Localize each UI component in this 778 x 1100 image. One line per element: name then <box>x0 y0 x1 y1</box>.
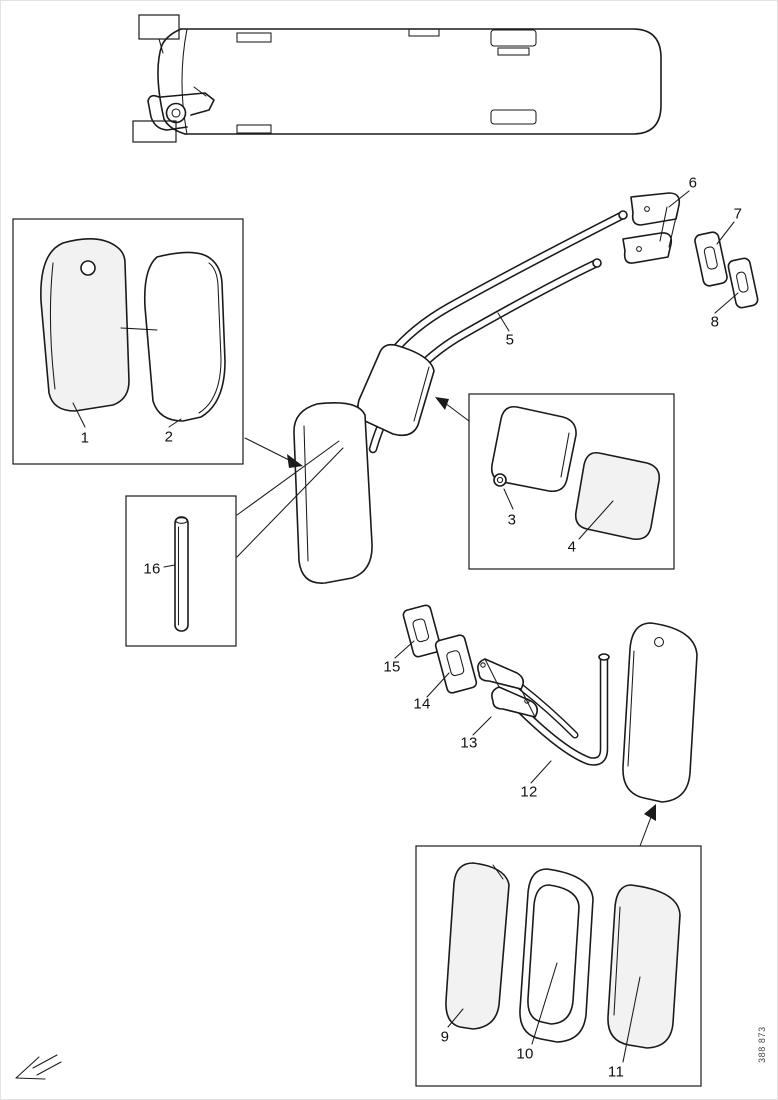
truck-mirror-bracket <box>147 38 215 131</box>
callout-1: 1 <box>80 429 90 447</box>
detail-box-parts-3-4 <box>468 393 675 570</box>
pointer-arrows <box>236 397 656 847</box>
rod-16 <box>174 516 189 632</box>
pad-11 <box>607 884 681 1049</box>
main-mirror-housing-upper <box>357 343 435 437</box>
mirror-location-marker-top <box>138 14 180 40</box>
callout-14: 14 <box>413 695 431 713</box>
callout-10: 10 <box>516 1045 534 1063</box>
assembly-line-1-2 <box>120 327 158 331</box>
leader-lines <box>72 190 739 1063</box>
callout-8: 8 <box>710 313 720 331</box>
clamp-6 <box>622 192 681 264</box>
mirror-location-marker-bottom <box>132 120 177 143</box>
frame-10 <box>519 868 594 1043</box>
detail-box-parts-9-10-11 <box>415 845 702 1087</box>
plate-7 <box>694 231 728 287</box>
callout-9: 9 <box>440 1028 450 1046</box>
arm-12 <box>502 653 610 766</box>
glass-4 <box>574 451 661 541</box>
callout-7: 7 <box>733 205 743 223</box>
mirror-glass-1 <box>40 238 130 412</box>
callout-3: 3 <box>507 511 517 529</box>
clamp-13 <box>477 658 539 718</box>
main-mirror-housing-lower <box>293 402 373 584</box>
callout-15: 15 <box>383 658 401 676</box>
detail-box-part-16 <box>125 495 237 647</box>
callout-2: 2 <box>164 428 174 446</box>
housing-3 <box>490 405 577 493</box>
callout-16: 16 <box>143 560 161 578</box>
callout-5: 5 <box>505 331 515 349</box>
detail-box-parts-1-2 <box>12 218 244 465</box>
lower-mirror-arm-assembly <box>402 604 698 803</box>
glass-9 <box>445 862 510 1030</box>
direction-arrow-icon <box>15 1054 62 1080</box>
plate-8 <box>727 257 759 309</box>
plate-14 <box>434 634 478 694</box>
callout-11: 11 <box>607 1063 625 1081</box>
drawing-number: 388 873 <box>757 1026 767 1063</box>
wide-mirror-housing <box>622 622 698 803</box>
callout-12: 12 <box>520 783 538 801</box>
mirror-backing-2 <box>143 251 226 422</box>
truck-top-view <box>132 14 662 143</box>
upper-mirror-arm-assembly <box>293 192 759 584</box>
callout-4: 4 <box>567 538 577 556</box>
callout-6: 6 <box>688 174 698 192</box>
plate-15 <box>402 604 442 658</box>
callout-13: 13 <box>460 734 478 752</box>
